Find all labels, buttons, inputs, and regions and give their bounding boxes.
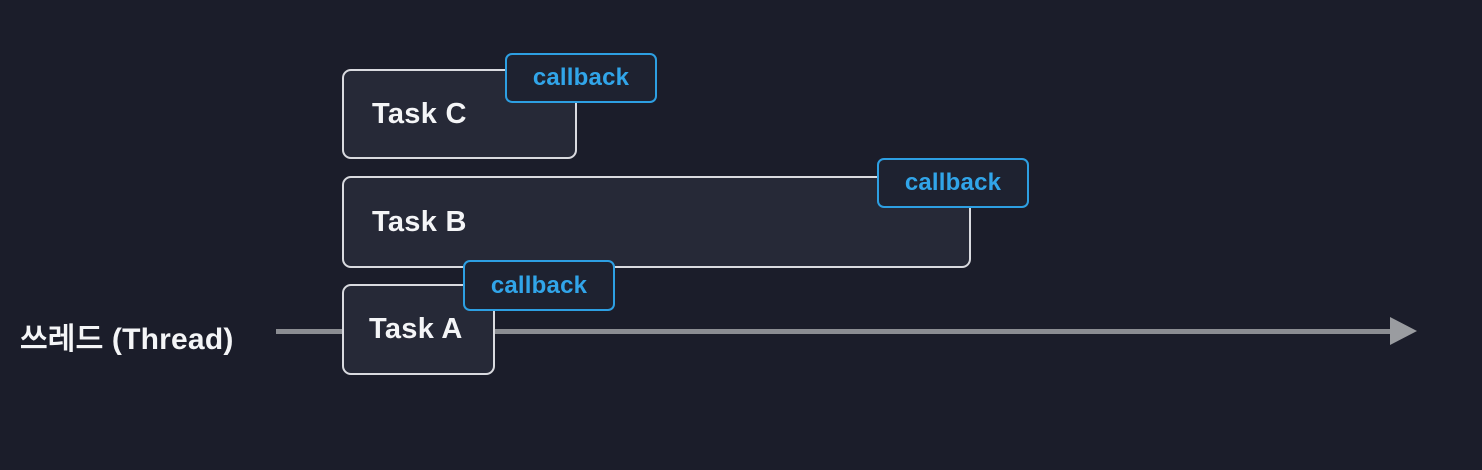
callback-label-task-a: callback <box>490 271 588 299</box>
thread-timeline-line <box>276 329 1392 334</box>
task-label-c: Task C <box>372 97 467 130</box>
thread-label: 쓰레드 (Thread) <box>20 323 234 356</box>
task-label-a: Task A <box>369 313 463 345</box>
thread-arrowhead-icon <box>1390 317 1417 345</box>
task-box-a: Task A <box>342 284 495 375</box>
callback-badge-task-a: callback <box>463 260 615 311</box>
callback-badge-task-b: callback <box>877 158 1029 208</box>
callback-badge-task-c: callback <box>505 53 657 103</box>
task-box-b: Task B <box>342 176 971 268</box>
callback-label-task-c: callback <box>532 64 630 91</box>
task-label-b: Task B <box>372 205 467 238</box>
callback-label-task-b: callback <box>904 169 1002 196</box>
